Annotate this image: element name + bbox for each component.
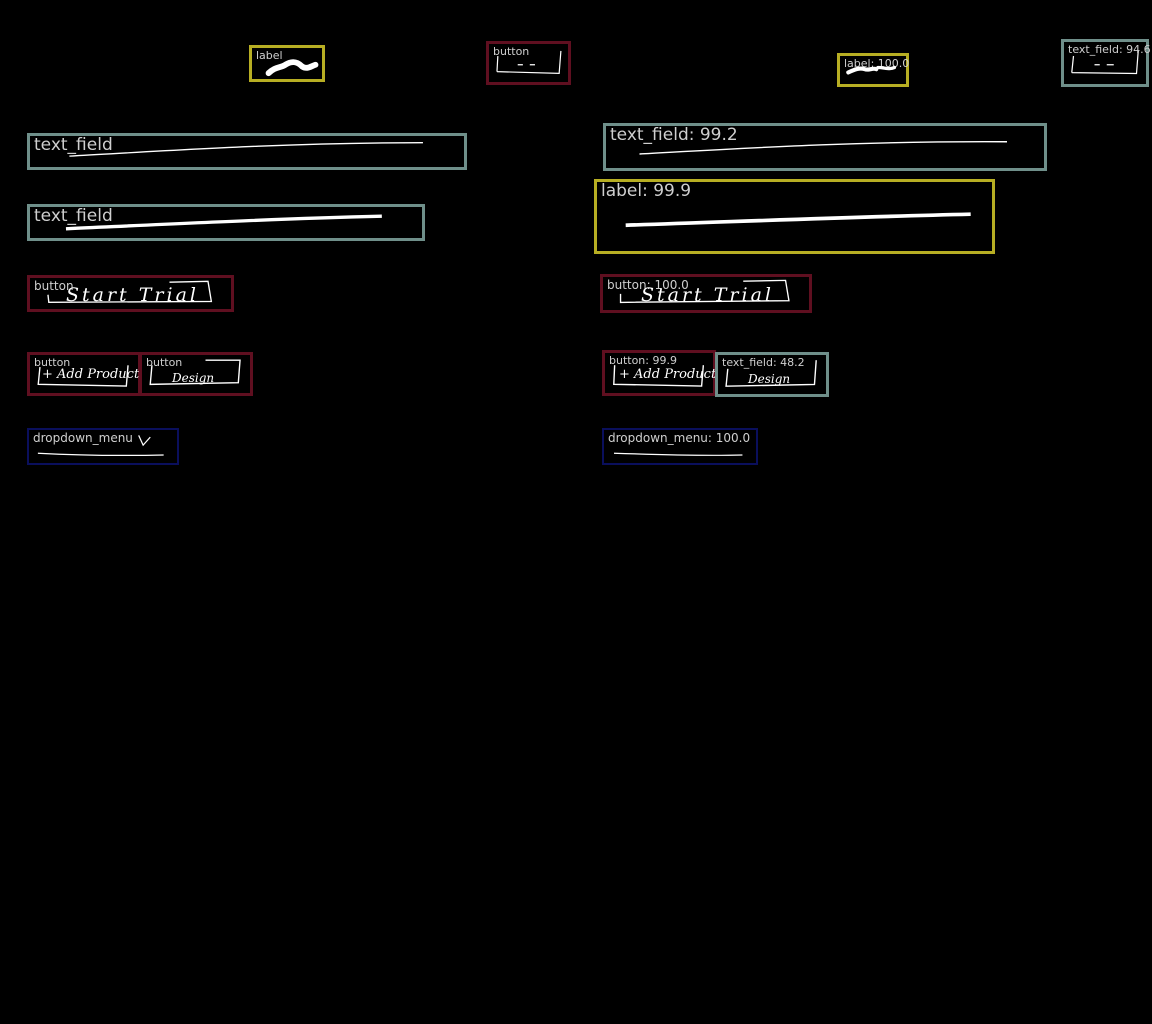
predicted-add-product-button-box[interactable]: button: 99.9 + Add Product [602, 350, 716, 396]
predicted-design-text: Design [748, 372, 791, 386]
predicted-text-field-tag: text_field: 99.2 [610, 125, 738, 145]
predicted-add-product-button-tag: button: 99.9 [609, 354, 677, 367]
start-trial-button-outline [47, 280, 213, 303]
top-button-box[interactable]: button [486, 41, 571, 85]
dropdown-menu-box[interactable]: dropdown_menu [27, 428, 179, 465]
predicted-top-text-field-box[interactable]: text_field: 94.6 [1061, 39, 1151, 87]
predicted-start-trial-button-outline [619, 279, 790, 304]
predicted-label-underline [625, 212, 971, 228]
predicted-add-product-button-text: + Add Product [619, 367, 717, 382]
start-trial-button-box[interactable]: button Start Trial [27, 275, 234, 312]
predicted-start-trial-button-tag: button: 100.0 [607, 278, 689, 292]
button-sketch [496, 50, 562, 74]
predicted-text-field-box[interactable]: text_field: 99.2 [603, 123, 1047, 171]
predicted-logo-label-tag: label: 100.0 [844, 57, 910, 70]
logo-label-tag: label [256, 49, 283, 62]
top-button-tag: button [493, 45, 530, 58]
predicted-add-product-button-outline [613, 365, 705, 387]
predicted-design-text-field-tag: text_field: 48.2 [722, 356, 805, 369]
scribble-logo-icon [265, 59, 319, 77]
text-field-1-box[interactable]: text_field [27, 133, 467, 170]
predicted-logo-label-box: label: 100.0 [837, 53, 909, 87]
dropdown-menu-tag: dropdown_menu [33, 431, 133, 445]
predicted-design-outline [725, 360, 817, 387]
design-button-box[interactable]: button Design [139, 352, 253, 396]
text-field-1-tag: text_field [34, 135, 113, 155]
predicted-dropdown-menu-box[interactable]: dropdown_menu: 100.0 [602, 428, 758, 465]
start-trial-button-text: Start Trial [66, 284, 199, 306]
predicted-dropdown-menu-tag: dropdown_menu: 100.0 [608, 431, 751, 445]
predicted-top-button-sketch [1071, 50, 1139, 75]
predicted-scribble-logo-icon [846, 65, 897, 75]
add-product-button-tag: button [34, 356, 71, 369]
predicted-top-text-field-tag: text_field: 94.6 [1068, 43, 1151, 56]
add-product-button-box[interactable]: button + Add Product [27, 352, 141, 396]
predicted-dropdown-menu-sketch [613, 452, 743, 456]
dropdown-menu-sketch [37, 435, 164, 457]
text-field-2-underline [65, 214, 382, 231]
logo-label-box: label [249, 45, 325, 82]
predicted-label-tag: label: 99.9 [601, 181, 692, 201]
predicted-start-trial-button-box[interactable]: button: 100.0 Start Trial [600, 274, 812, 313]
design-button-outline [149, 359, 241, 386]
predicted-design-text-field-box[interactable]: text_field: 48.2 Design [715, 352, 829, 397]
start-trial-button-tag: button [34, 279, 74, 293]
text-field-1-underline [69, 142, 423, 157]
predicted-text-field-underline [639, 140, 1008, 155]
text-field-2-box[interactable]: text_field [27, 204, 425, 241]
predicted-label-box: label: 99.9 [594, 179, 995, 254]
add-product-button-text: + Add Product [42, 367, 140, 382]
text-field-2-tag: text_field [34, 206, 113, 226]
design-button-tag: button [146, 356, 183, 369]
design-button-text: Design [172, 371, 215, 385]
add-product-button-outline [37, 365, 129, 387]
predicted-start-trial-button-text: Start Trial [641, 284, 774, 306]
